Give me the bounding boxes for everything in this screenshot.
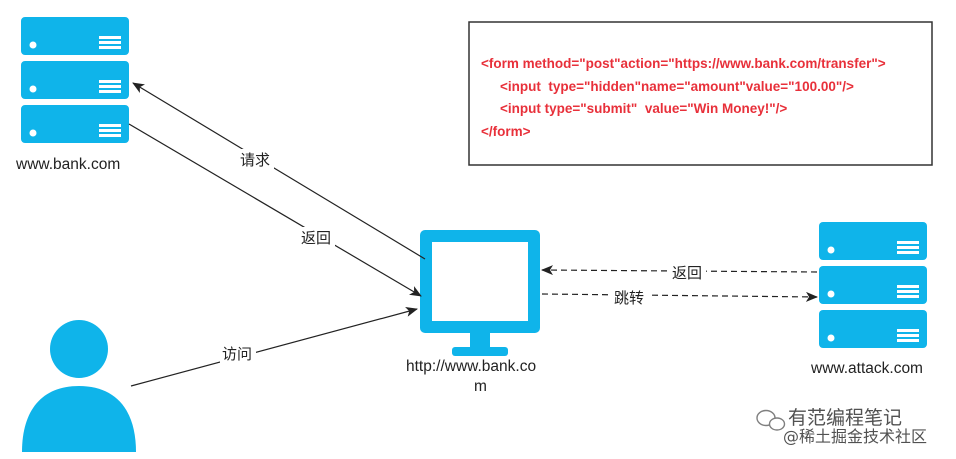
client-caption-line2: m [474,378,487,395]
attack-response-label: 返回 [672,264,702,282]
redirect-arrow [541,291,818,302]
attack-server-icon [819,222,927,348]
bank-response-label: 返回 [301,229,331,247]
visit-arrow [130,307,418,387]
watermark-community: @稀土掘金技术社区 [783,427,927,446]
computer-monitor-icon [420,230,540,356]
request-arrow [132,82,426,260]
client-caption-line1: http://www.bank.co [406,358,536,375]
attack-response-arrow [541,265,818,276]
code-line-form-open: <form method="post"action="https://www.b… [481,56,886,71]
wechat-icon [756,409,786,431]
watermark-title: 有范编程笔记 [788,407,902,429]
bank-server-caption: www.bank.com [15,156,120,173]
request-label: 请求 [240,151,270,169]
user-icon [22,320,136,452]
redirect-label: 跳转 [614,289,644,307]
code-line-submit-input: <input type="submit" value="Win Money!"/… [500,101,787,116]
code-line-form-close: </form> [481,124,531,139]
visit-label: 访问 [222,345,252,363]
code-box [468,21,933,166]
attack-server-caption: www.attack.com [810,360,923,377]
bank-response-arrow [128,123,422,297]
bank-server-icon [21,17,129,143]
code-line-hidden-input: <input type="hidden"name="amount"value="… [500,79,854,94]
